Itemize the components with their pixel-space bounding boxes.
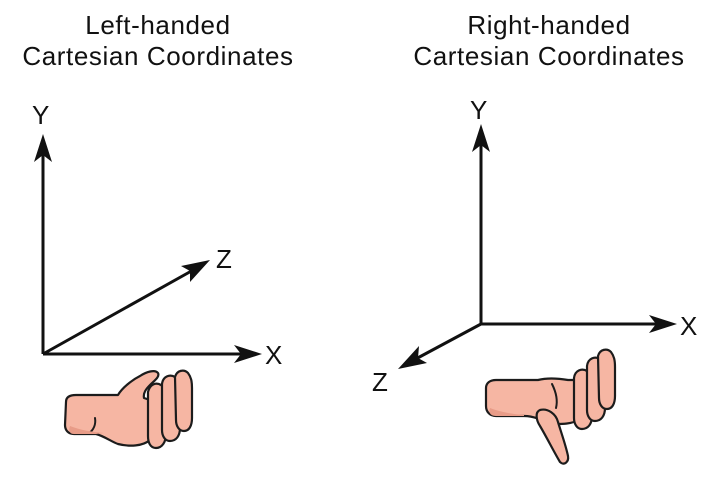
left-z-label: Z	[216, 244, 232, 274]
right-hand-icon	[484, 348, 617, 465]
right-z-axis	[411, 322, 482, 363]
left-z-arrowhead	[181, 260, 210, 282]
left-hand-icon	[63, 369, 194, 450]
right-x-arrowhead	[649, 315, 677, 333]
right-title-line2: Cartesian Coordinates	[413, 41, 685, 71]
right-y-label: Y	[470, 95, 487, 125]
left-title-line2: Cartesian Coordinates	[22, 41, 294, 71]
right-y-arrowhead	[472, 124, 490, 152]
left-axes: Y X Z	[32, 100, 282, 370]
left-y-label: Y	[32, 100, 49, 130]
right-x-label: X	[680, 311, 697, 341]
left-x-arrowhead	[234, 345, 262, 363]
left-y-arrowhead	[34, 134, 52, 162]
right-panel-title: Right-handed Cartesian Coordinates	[390, 10, 708, 72]
right-z-arrowhead	[398, 346, 427, 369]
left-title-line1: Left-handed	[85, 10, 231, 40]
left-panel-title: Left-handed Cartesian Coordinates	[0, 10, 316, 72]
right-z-label: Z	[372, 367, 388, 397]
left-z-axis	[42, 267, 196, 356]
left-x-label: X	[265, 340, 282, 370]
right-title-line1: Right-handed	[467, 10, 631, 40]
right-axes: Y X Z	[372, 95, 697, 397]
